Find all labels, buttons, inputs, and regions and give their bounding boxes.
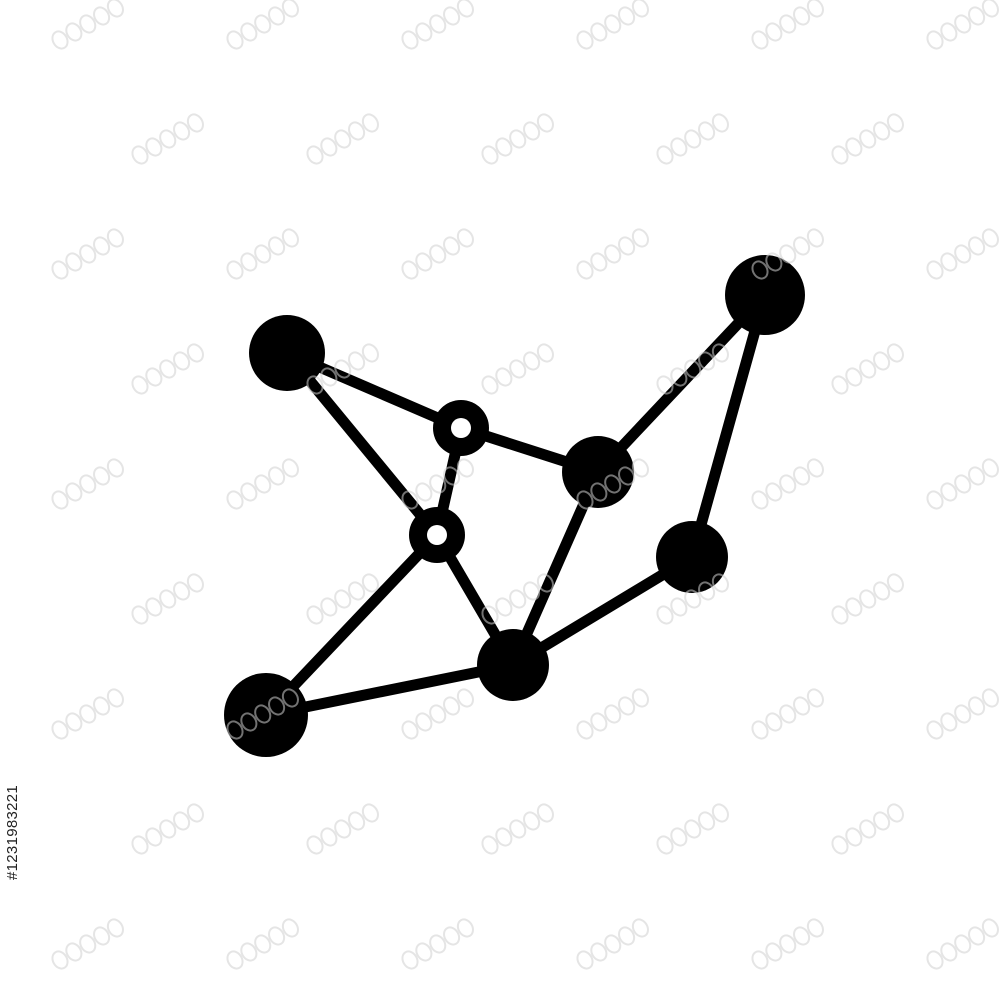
node-tr [725,255,805,335]
ring-node-hole-ring2 [427,525,447,545]
node-rmid [656,521,728,593]
edge-tr-rmid [686,289,771,563]
edge-bl-bmid [260,659,519,721]
stock-id-label: #1231983221 [4,784,21,880]
node-bl [224,673,308,757]
ring-node-hole-ring1 [451,418,471,438]
node-tl [249,315,325,391]
node-mid [562,436,634,508]
node-bmid [477,629,549,701]
